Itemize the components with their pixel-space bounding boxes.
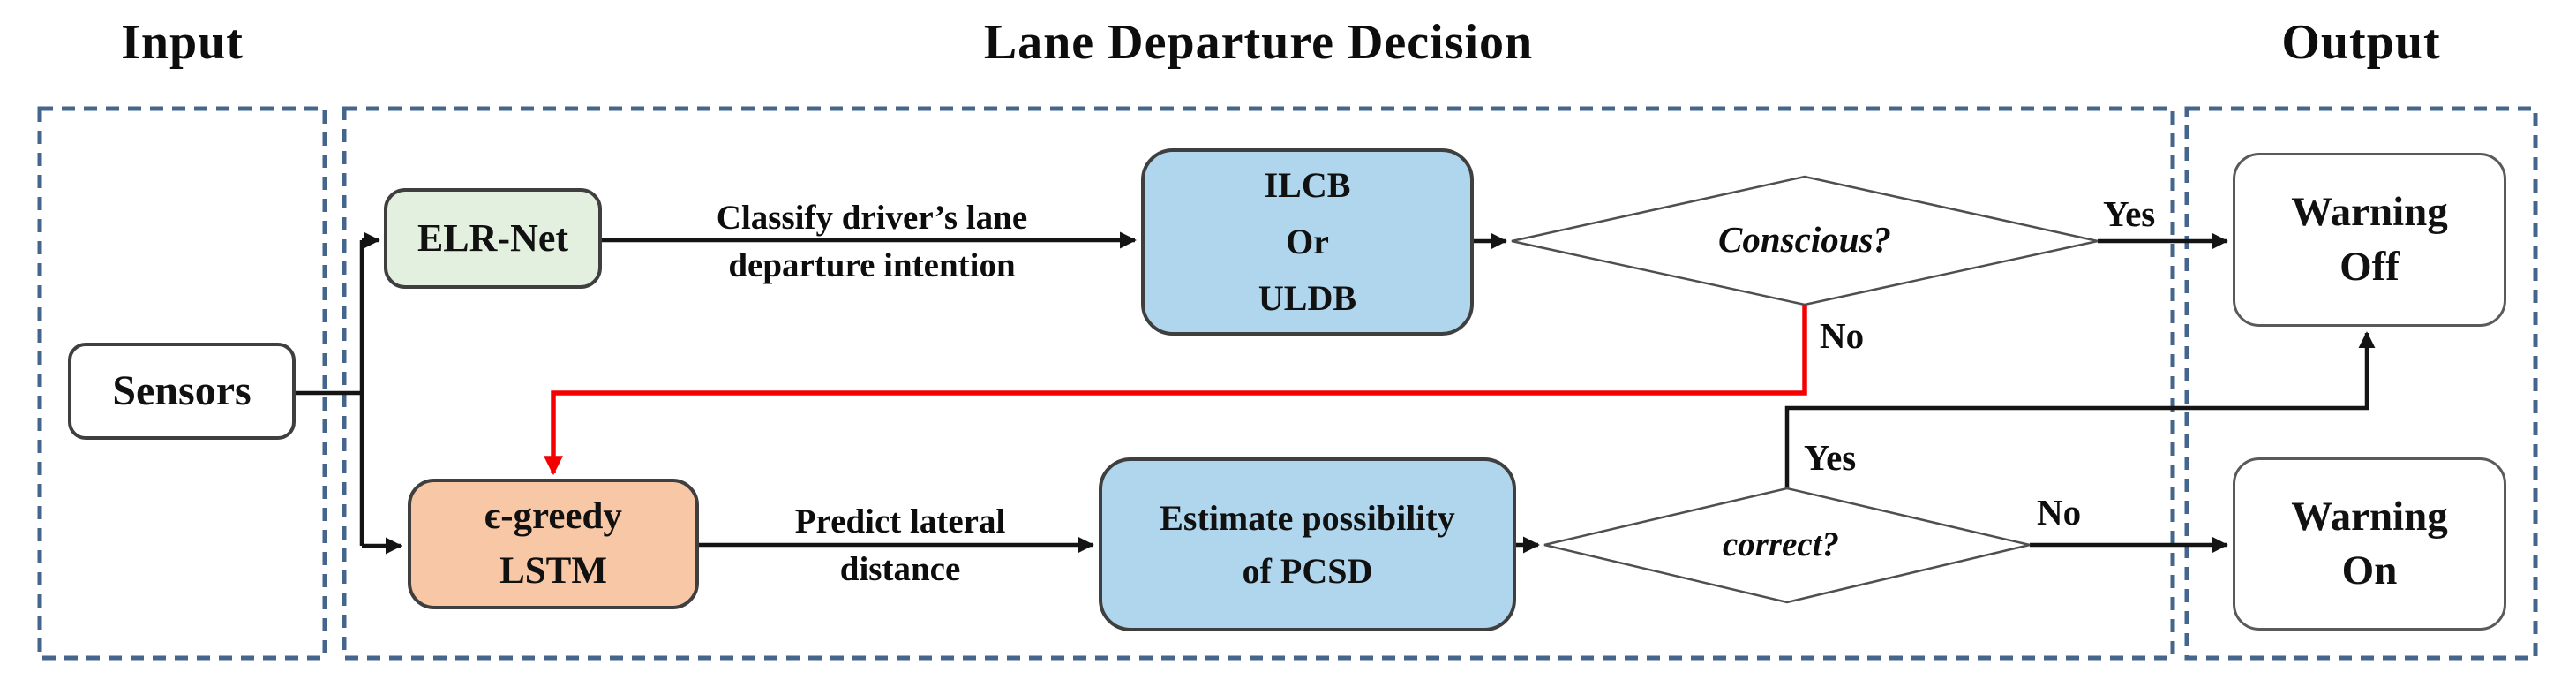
decision-title: Lane Departure Decision xyxy=(983,15,1534,70)
estimate-line2: of PCSD xyxy=(1242,550,1373,591)
correct-yes-label: Yes xyxy=(1804,437,1857,478)
sensors-label: Sensors xyxy=(112,367,252,415)
sensors-branch-line xyxy=(296,240,364,546)
predict-lateral-label-line1: Predict lateral xyxy=(794,502,1006,540)
classify-intention-label-line1: Classify driver’s lane xyxy=(716,199,1028,237)
correct-yes-to-warning-off-line xyxy=(1784,331,2376,488)
conscious-no-feedback-line xyxy=(544,305,1807,476)
warning-on-line2: On xyxy=(2341,548,2398,593)
output-group-box xyxy=(2184,106,2538,661)
warning-off-node: Warning Off xyxy=(2233,153,2506,327)
decision-group-box xyxy=(342,106,2175,661)
input-title: Input xyxy=(121,15,244,70)
predict-lateral-label-line2: distance xyxy=(839,550,961,588)
correct-no-label: No xyxy=(2037,492,2082,533)
warning-on-line1: Warning xyxy=(2291,493,2448,540)
correct-question-label: correct? xyxy=(1722,525,1840,563)
lstm-line2: LSTM xyxy=(499,550,607,592)
warning-on-node: Warning On xyxy=(2233,457,2506,631)
ilcb-line1: ILCB xyxy=(1264,165,1351,205)
conscious-question-label: Conscious? xyxy=(1718,219,1891,260)
epsilon-greedy-lstm-node: ϵ-greedy LSTM xyxy=(408,479,699,609)
lstm-line1: ϵ-greedy xyxy=(484,495,622,537)
warning-off-line1: Warning xyxy=(2291,189,2448,236)
warning-off-line2: Off xyxy=(2339,243,2400,290)
ilcb-uldb-node: ILCB Or ULDB xyxy=(1141,148,1474,336)
output-title: Output xyxy=(2281,15,2441,70)
ilcb-line2: Or xyxy=(1286,222,1329,261)
estimate-line1: Estimate possibility xyxy=(1160,497,1455,538)
input-group-box xyxy=(37,106,327,661)
conscious-no-label: No xyxy=(1820,315,1865,356)
conscious-diamond xyxy=(1511,175,2099,306)
conscious-yes-label: Yes xyxy=(2103,193,2156,234)
estimate-pcsd-node: Estimate possibility of PCSD xyxy=(1099,457,1516,631)
sensors-node: Sensors xyxy=(68,343,296,440)
classify-intention-label-line2: departure intention xyxy=(728,246,1016,284)
ilcb-line3: ULDB xyxy=(1258,278,1357,318)
elr-net-node: ELR-Net xyxy=(384,188,602,289)
correct-diamond xyxy=(1543,487,2031,604)
elr-net-label: ELR-Net xyxy=(417,215,569,260)
